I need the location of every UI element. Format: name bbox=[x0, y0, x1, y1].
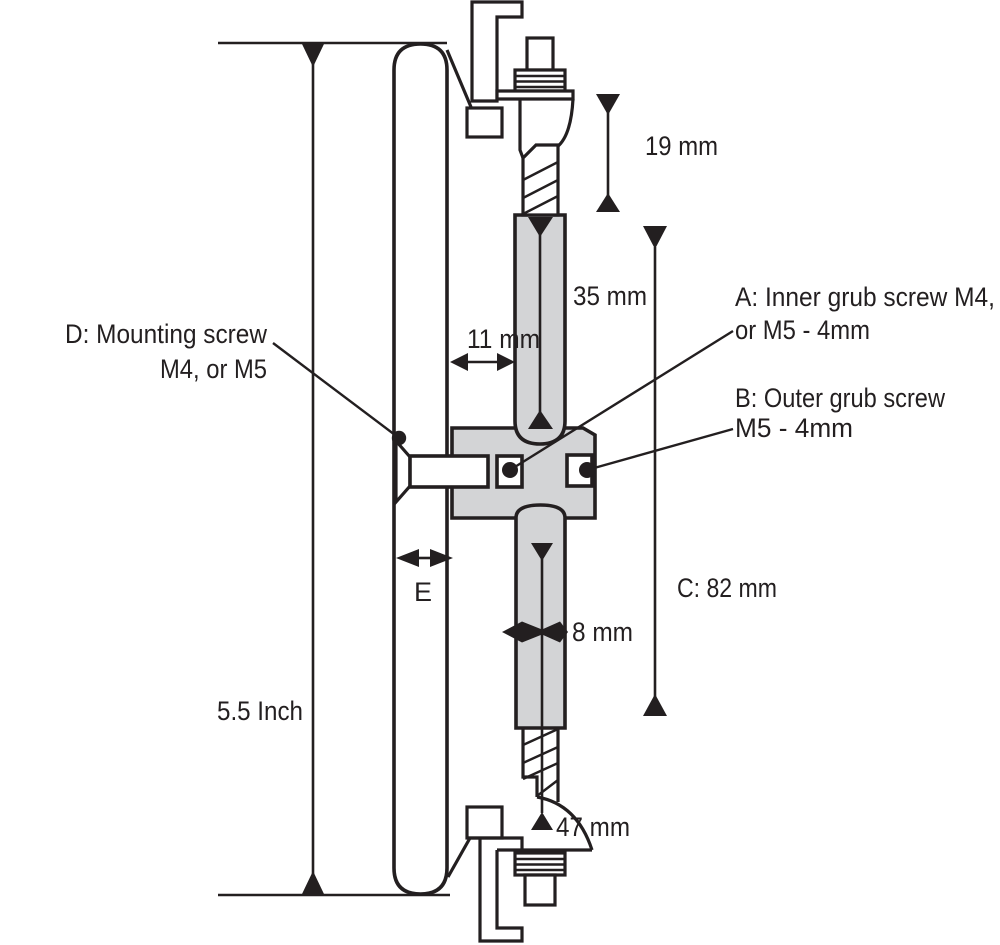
dim-label-dial-diameter: 5.5 Inch bbox=[217, 696, 303, 726]
dim-label-dial-thickness: E bbox=[414, 577, 432, 607]
dimension-shaft-overall: C: 82 mm bbox=[643, 226, 777, 716]
top-terminal-nut bbox=[513, 68, 567, 93]
callout-d-label: D: Mounting screw M4, or M5 bbox=[65, 319, 267, 384]
bottom-terminal-screw bbox=[523, 873, 557, 907]
mounting-screw-shank bbox=[408, 454, 490, 489]
arrowhead bbox=[497, 353, 515, 371]
lower-thread bbox=[521, 727, 594, 851]
top-bracket bbox=[445, 0, 524, 139]
upper-thread bbox=[521, 143, 560, 217]
shaft-lower bbox=[514, 503, 567, 730]
lower-neck-arc bbox=[536, 795, 594, 851]
arrowhead bbox=[430, 549, 453, 567]
top-bracket-notch bbox=[465, 106, 504, 139]
dim-label-dial-to-hub: 11 mm bbox=[467, 324, 540, 354]
callout-d-leader bbox=[272, 342, 407, 446]
leader-dot bbox=[579, 462, 595, 478]
dim-label-thread-top: 19 mm bbox=[645, 131, 718, 161]
callout-a-label: A: Inner grub screw M4, or M5 - 4mm bbox=[735, 282, 995, 345]
bottom-bracket-edge bbox=[446, 837, 472, 878]
callout-d-line1: D: Mounting screw bbox=[65, 319, 267, 349]
dimension-sleeve-top: 35 mm bbox=[528, 217, 647, 429]
arrowhead bbox=[502, 621, 542, 643]
dim-label-sleeve-top: 35 mm bbox=[573, 281, 647, 311]
leader-dot bbox=[391, 430, 407, 446]
dim-label-shaft-overall: C: 82 mm bbox=[677, 573, 777, 603]
callout-a-line2: or M5 - 4mm bbox=[735, 315, 870, 345]
arrowhead bbox=[643, 226, 667, 249]
callout-a-line1: A: Inner grub screw M4, bbox=[735, 282, 995, 312]
top-bracket-edge bbox=[445, 49, 473, 108]
arrowhead bbox=[528, 217, 553, 237]
dimension-dial-thickness: E bbox=[396, 549, 453, 607]
dimension-shaft-diameter: 8 mm bbox=[502, 617, 633, 647]
top-terminal-screw bbox=[525, 36, 555, 72]
arrowhead bbox=[596, 94, 620, 115]
dim-label-shaft-diameter: 8 mm bbox=[572, 617, 633, 647]
dimension-dial-diameter: 5.5 Inch bbox=[217, 41, 450, 897]
callout-b-line1: B: Outer grub screw bbox=[735, 383, 945, 413]
top-flange bbox=[495, 89, 575, 159]
arrowhead bbox=[528, 410, 553, 429]
arrowhead bbox=[531, 812, 553, 830]
arrowhead bbox=[302, 871, 324, 894]
leader-dot bbox=[502, 462, 518, 478]
arrowhead bbox=[396, 549, 419, 567]
callout-d-line2: M4, or M5 bbox=[160, 354, 267, 384]
bottom-bracket bbox=[446, 805, 524, 943]
mounting-screw bbox=[394, 436, 490, 507]
arrowhead bbox=[542, 621, 568, 643]
arrowhead bbox=[531, 543, 553, 561]
dimension-shaft-lower: 47 mm bbox=[531, 543, 630, 842]
callout-a-leader bbox=[502, 329, 734, 478]
dim-label-shaft-lower: 47 mm bbox=[556, 812, 630, 842]
arrowhead bbox=[302, 44, 324, 67]
dimension-thread-top: 19 mm bbox=[596, 94, 718, 212]
bottom-terminal-nut bbox=[513, 851, 567, 877]
callout-b-leader bbox=[579, 427, 734, 478]
bottom-bracket-notch bbox=[465, 805, 504, 840]
arrowhead bbox=[450, 353, 468, 371]
arrowhead bbox=[596, 193, 620, 212]
callout-b-label: B: Outer grub screw M5 - 4mm bbox=[735, 383, 945, 443]
arrowhead bbox=[643, 694, 667, 716]
dimension-dial-to-hub: 11 mm bbox=[450, 324, 540, 371]
callout-b-line2: M5 - 4mm bbox=[735, 413, 853, 443]
